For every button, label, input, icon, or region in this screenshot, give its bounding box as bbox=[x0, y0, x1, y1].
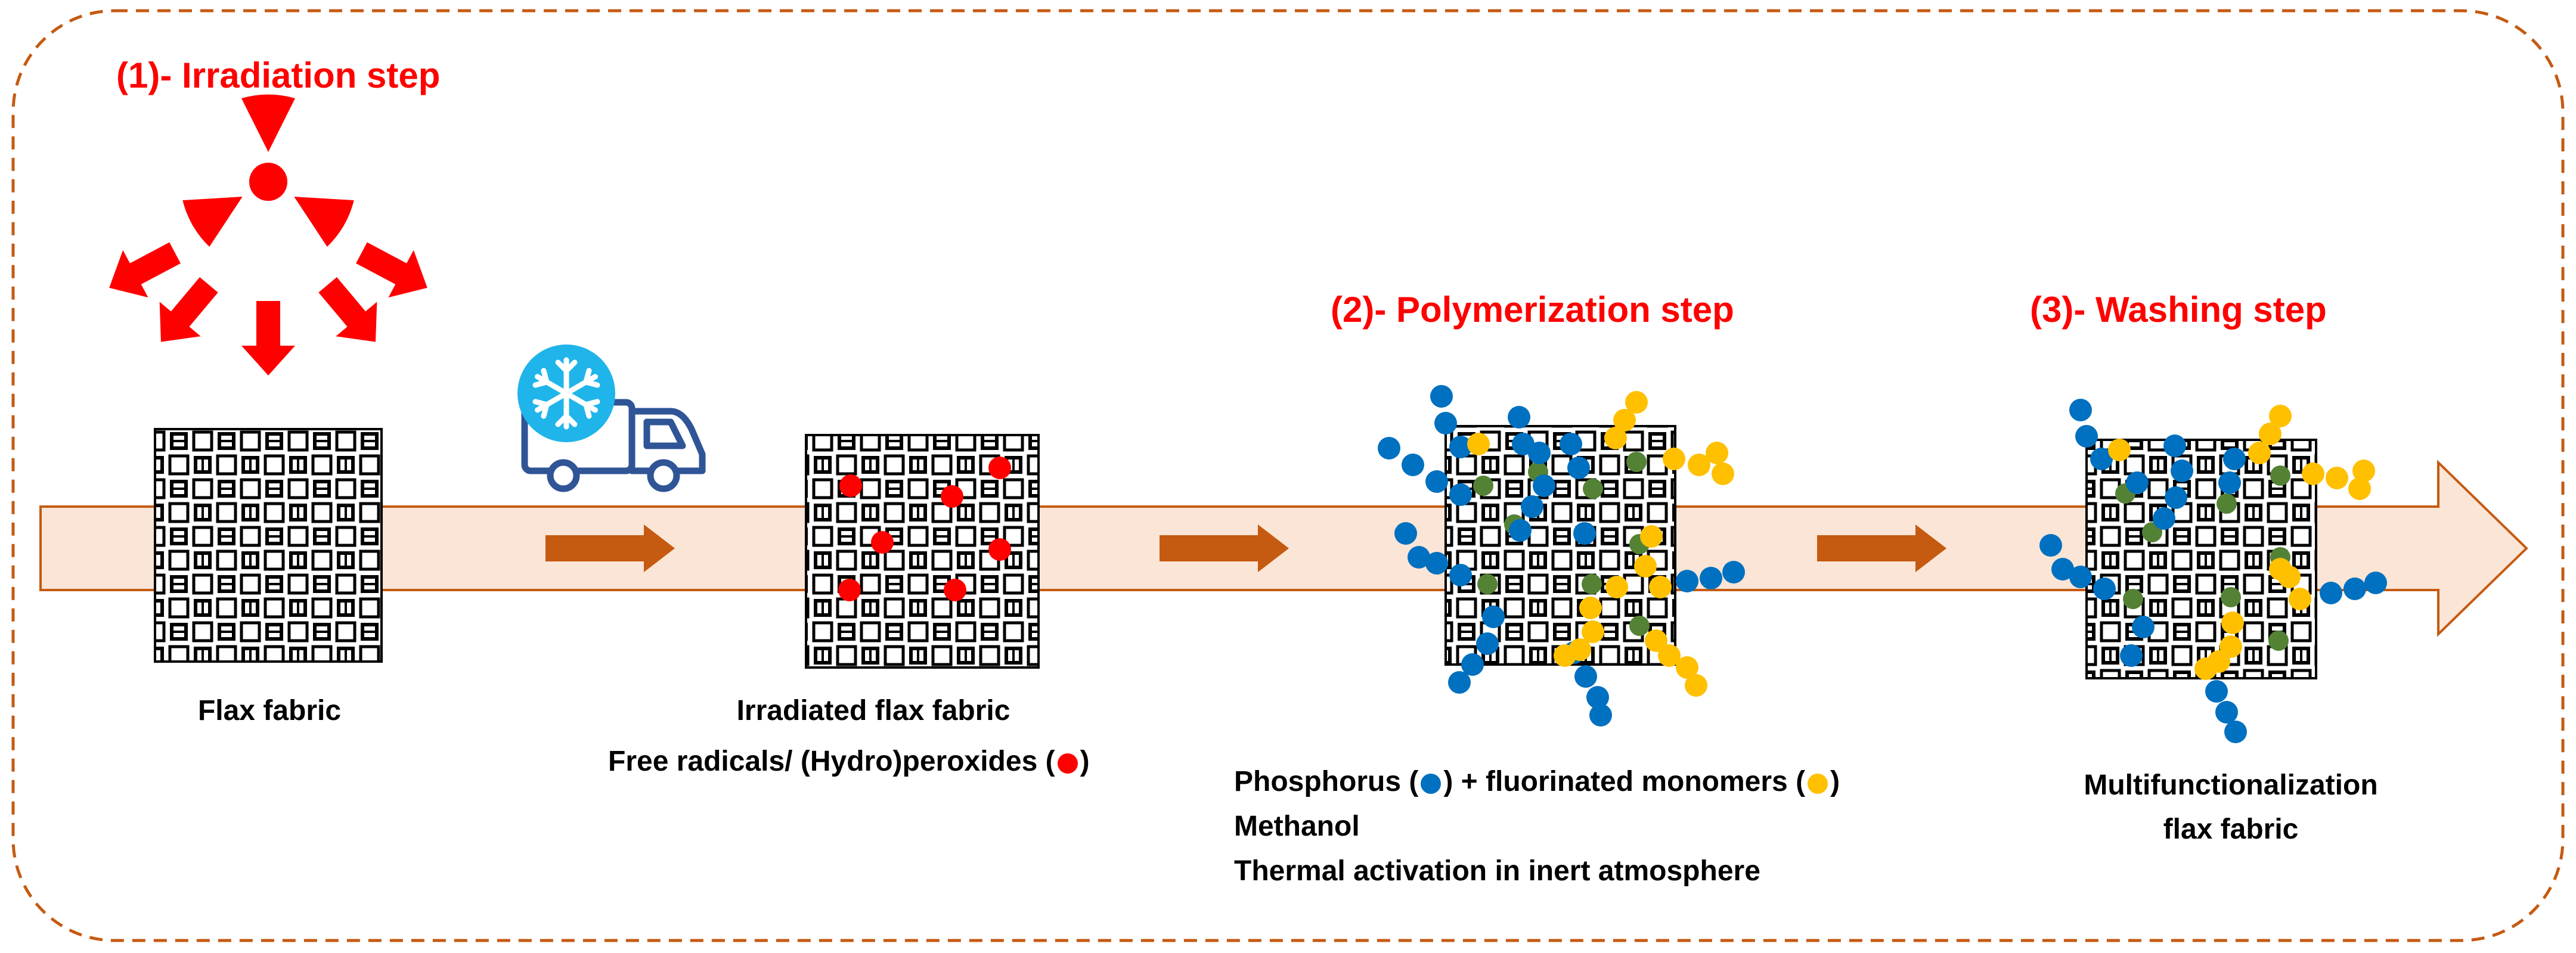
snowflake-icon bbox=[517, 344, 615, 442]
radical-dot-icon bbox=[1057, 753, 1078, 774]
transition-arrow-2 bbox=[1160, 524, 1289, 572]
free-radical-dots bbox=[838, 457, 1011, 601]
fluorinated-close: ) bbox=[1830, 766, 1840, 797]
phosphorus-text: Phosphorus ( bbox=[1234, 766, 1419, 797]
multifunctionalization-label-line1: Multifunctionalization bbox=[2084, 769, 2378, 801]
radiation-trefoil-icon bbox=[182, 94, 354, 247]
transition-arrow-1 bbox=[545, 524, 675, 572]
irradiation-step-title: (1)- Irradiation step bbox=[116, 55, 441, 95]
grafted-chains-washing bbox=[2039, 399, 2387, 743]
radiation-arrows bbox=[109, 242, 427, 375]
flax-fabric bbox=[154, 428, 383, 663]
fluorinated-dot-icon bbox=[1808, 774, 1828, 794]
free-radicals-close: ) bbox=[1080, 746, 1090, 777]
irradiated-flax-fabric-label: Irradiated flax fabric bbox=[736, 695, 1010, 727]
phosphorus-dot-icon bbox=[1421, 774, 1442, 794]
flax-fabric-label: Flax fabric bbox=[197, 695, 342, 727]
methanol-label: Methanol bbox=[1234, 811, 1360, 842]
multifunctionalization-label-line2: flax fabric bbox=[2163, 814, 2299, 845]
thermal-activation-label: Thermal activation in inert atmosphere bbox=[1234, 855, 1760, 887]
transition-arrow-3 bbox=[1817, 524, 1946, 572]
free-radicals-text: Free radicals/ (Hydro)peroxides ( bbox=[608, 746, 1055, 777]
washing-step-title: (3)- Washing step bbox=[2030, 290, 2327, 330]
phosphorus-fluorinated-label: Phosphorus ( ) + fluorinated monomers () bbox=[1234, 765, 1840, 798]
free-radicals-label: Free radicals/ (Hydro)peroxides () bbox=[608, 745, 1090, 778]
polymerization-step-title: (2)- Polymerization step bbox=[1331, 290, 1734, 330]
fluorinated-text: ) + fluorinated monomers ( bbox=[1443, 766, 1806, 797]
grafted-chains-polymerization bbox=[1378, 385, 1745, 727]
